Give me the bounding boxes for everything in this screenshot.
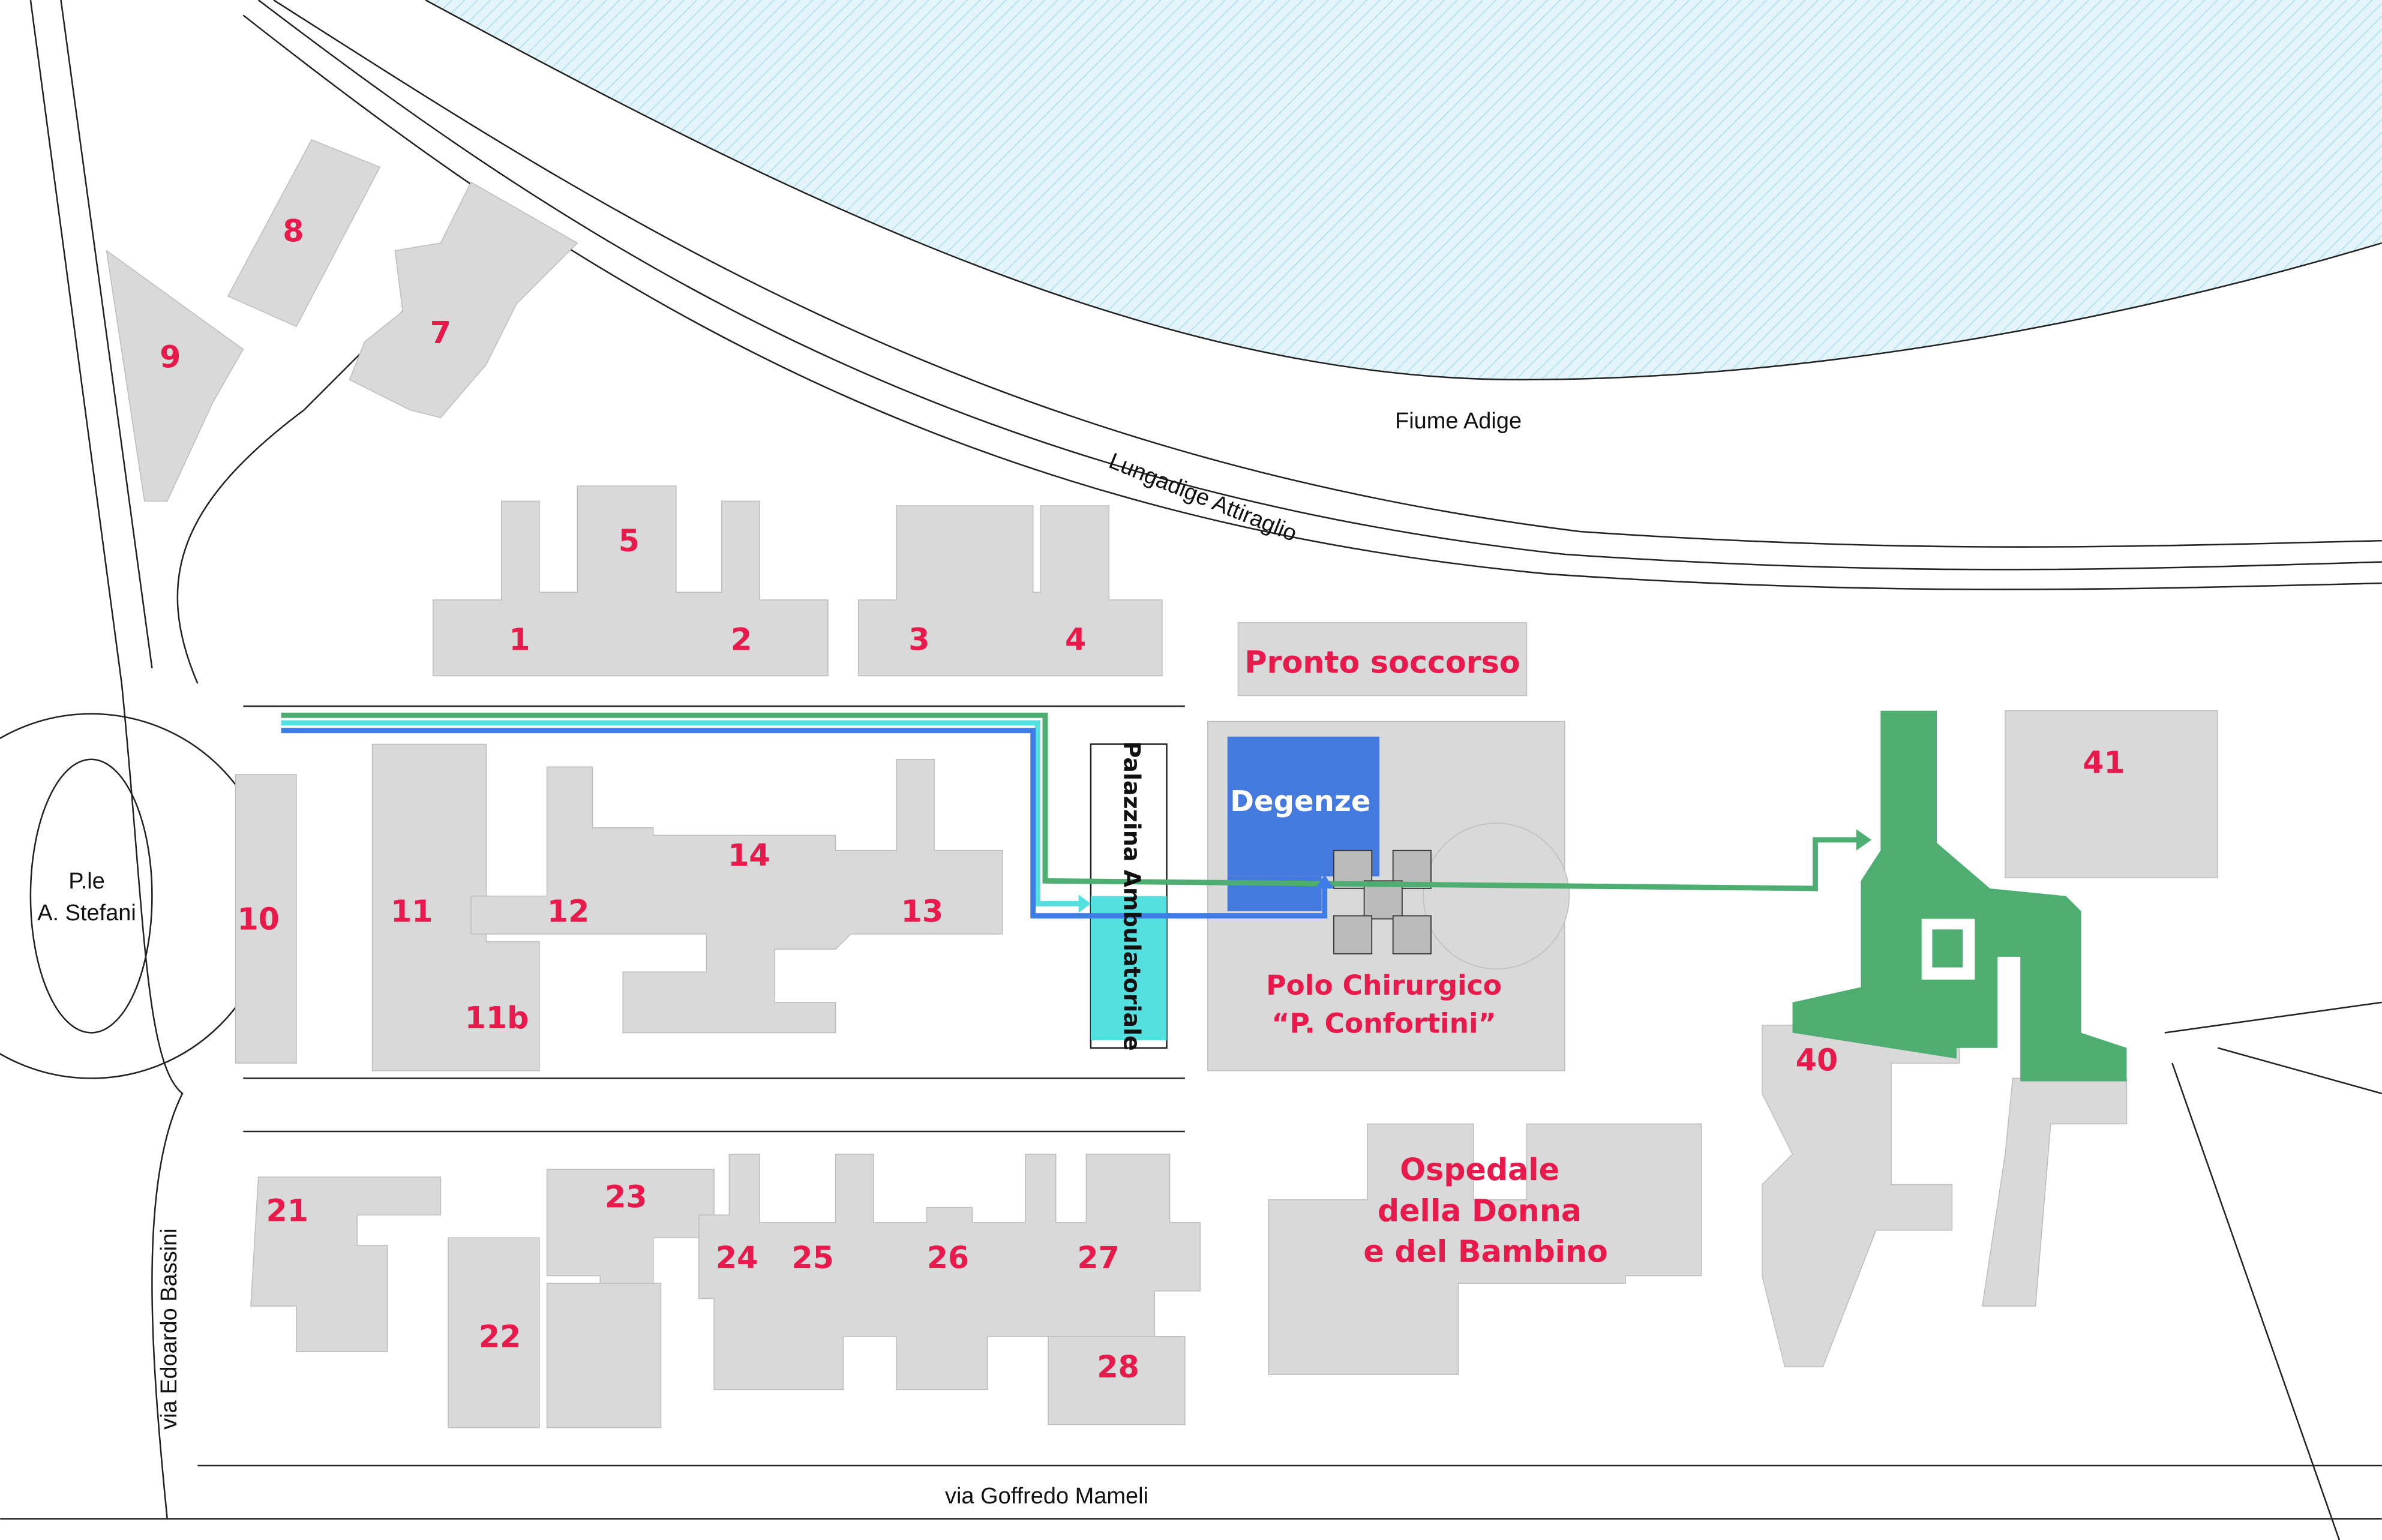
label-building-26[interactable]: 26 <box>927 1240 969 1275</box>
label-ospedale-line2[interactable]: della Donna <box>1378 1193 1582 1228</box>
building-40-wing <box>1982 1077 2128 1307</box>
label-building-7[interactable]: 7 <box>430 315 451 350</box>
label-building-27[interactable]: 27 <box>1077 1240 1119 1275</box>
label-building-5[interactable]: 5 <box>619 523 640 559</box>
label-ospedale-line3[interactable]: e del Bambino <box>1363 1234 1607 1269</box>
label-building-9[interactable]: 9 <box>160 340 181 375</box>
label-building-28[interactable]: 28 <box>1097 1349 1139 1385</box>
green-highlight-building <box>1792 710 2127 1082</box>
label-pronto-soccorso[interactable]: Pronto soccorso <box>1244 644 1520 680</box>
label-building-12[interactable]: 12 <box>547 894 589 929</box>
street-via-goffredo-mameli: via Goffredo Mameli <box>945 1484 1148 1509</box>
route-blue <box>281 728 1328 918</box>
label-building-11[interactable]: 11 <box>391 894 433 929</box>
building-28 <box>1048 1336 1186 1425</box>
label-building-1[interactable]: 1 <box>509 622 530 658</box>
label-degenze[interactable]: Degenze <box>1230 785 1370 818</box>
piazzale-roundabout <box>0 713 275 1079</box>
route-blue-arrow <box>1315 875 1334 888</box>
label-building-21[interactable]: 21 <box>266 1193 308 1228</box>
label-ospedale-line1[interactable]: Ospedale <box>1400 1152 1559 1187</box>
river-adige <box>425 0 2382 380</box>
street-via-edoardo-bassini: via Edoardo Bassini <box>157 1228 182 1430</box>
piazzale-label-line1: P.le <box>68 869 105 894</box>
bassini-road-edge <box>60 0 153 669</box>
label-building-23[interactable]: 23 <box>605 1179 647 1215</box>
route-green <box>281 712 1861 891</box>
east-road <box>2164 1001 2382 1540</box>
label-building-10[interactable]: 10 <box>237 901 279 936</box>
building-3-4 <box>857 505 1163 677</box>
piazzale-island <box>29 758 153 1034</box>
label-building-40[interactable]: 40 <box>1796 1043 1838 1078</box>
pronto-soccorso-building <box>1237 622 1528 697</box>
bassini-road-edge <box>29 0 184 1519</box>
building-21 <box>250 1176 442 1352</box>
ospedale-donna-bambino-building <box>1268 1123 1702 1375</box>
label-building-25[interactable]: 25 <box>791 1240 833 1275</box>
label-building-14[interactable]: 14 <box>728 837 770 873</box>
street-lungadige-attiraglio: Lungadige Attiraglio <box>1105 448 1300 547</box>
label-building-3[interactable]: 3 <box>908 622 929 658</box>
route-cyan-arrow <box>1078 894 1091 913</box>
building-10 <box>235 774 297 1064</box>
label-building-2[interactable]: 2 <box>731 622 752 658</box>
label-building-11b[interactable]: 11b <box>465 1000 529 1035</box>
riverbank-line <box>425 0 2382 381</box>
route-green-arrow <box>1856 829 1872 851</box>
label-polo-chirurgico-line1[interactable]: Polo Chirurgico <box>1266 969 1502 1001</box>
building-8 <box>227 139 381 328</box>
building-9 <box>106 250 244 502</box>
building-11-11b <box>371 743 540 1071</box>
label-polo-chirurgico-line2[interactable]: “P. Confortini” <box>1271 1007 1496 1039</box>
building-22 <box>448 1237 540 1428</box>
green-courtyard-inner <box>1932 929 1963 968</box>
building-12-14-13 <box>470 759 1003 1034</box>
ramp-road <box>176 288 426 684</box>
lungadige-road-edge <box>273 0 2382 548</box>
building-24-27 <box>698 1154 1201 1391</box>
label-building-24[interactable]: 24 <box>716 1240 758 1275</box>
buildings-layer <box>106 139 2219 1428</box>
river-label: Fiume Adige <box>1395 409 1522 434</box>
building-7 <box>349 181 578 419</box>
lungadige-road-edge <box>257 0 2382 571</box>
piazzale-label-line2: A. Stefani <box>37 900 136 926</box>
building-40 <box>1762 1025 1960 1368</box>
polo-rotunda <box>1423 822 1570 969</box>
label-building-22[interactable]: 22 <box>479 1319 521 1354</box>
building-23-annex <box>546 1283 662 1428</box>
palazzina-highlight <box>1090 896 1167 1041</box>
route-cyan <box>281 720 1082 906</box>
label-building-8[interactable]: 8 <box>283 214 304 249</box>
label-building-13[interactable]: 13 <box>901 894 943 929</box>
building-1-2-5 <box>432 485 829 677</box>
label-palazzina-ambulatoriale[interactable]: Palazzina Ambulatoriale <box>1119 741 1145 1050</box>
label-building-41[interactable]: 41 <box>2083 745 2125 780</box>
label-building-4[interactable]: 4 <box>1065 622 1086 658</box>
building-41 <box>2005 710 2219 879</box>
